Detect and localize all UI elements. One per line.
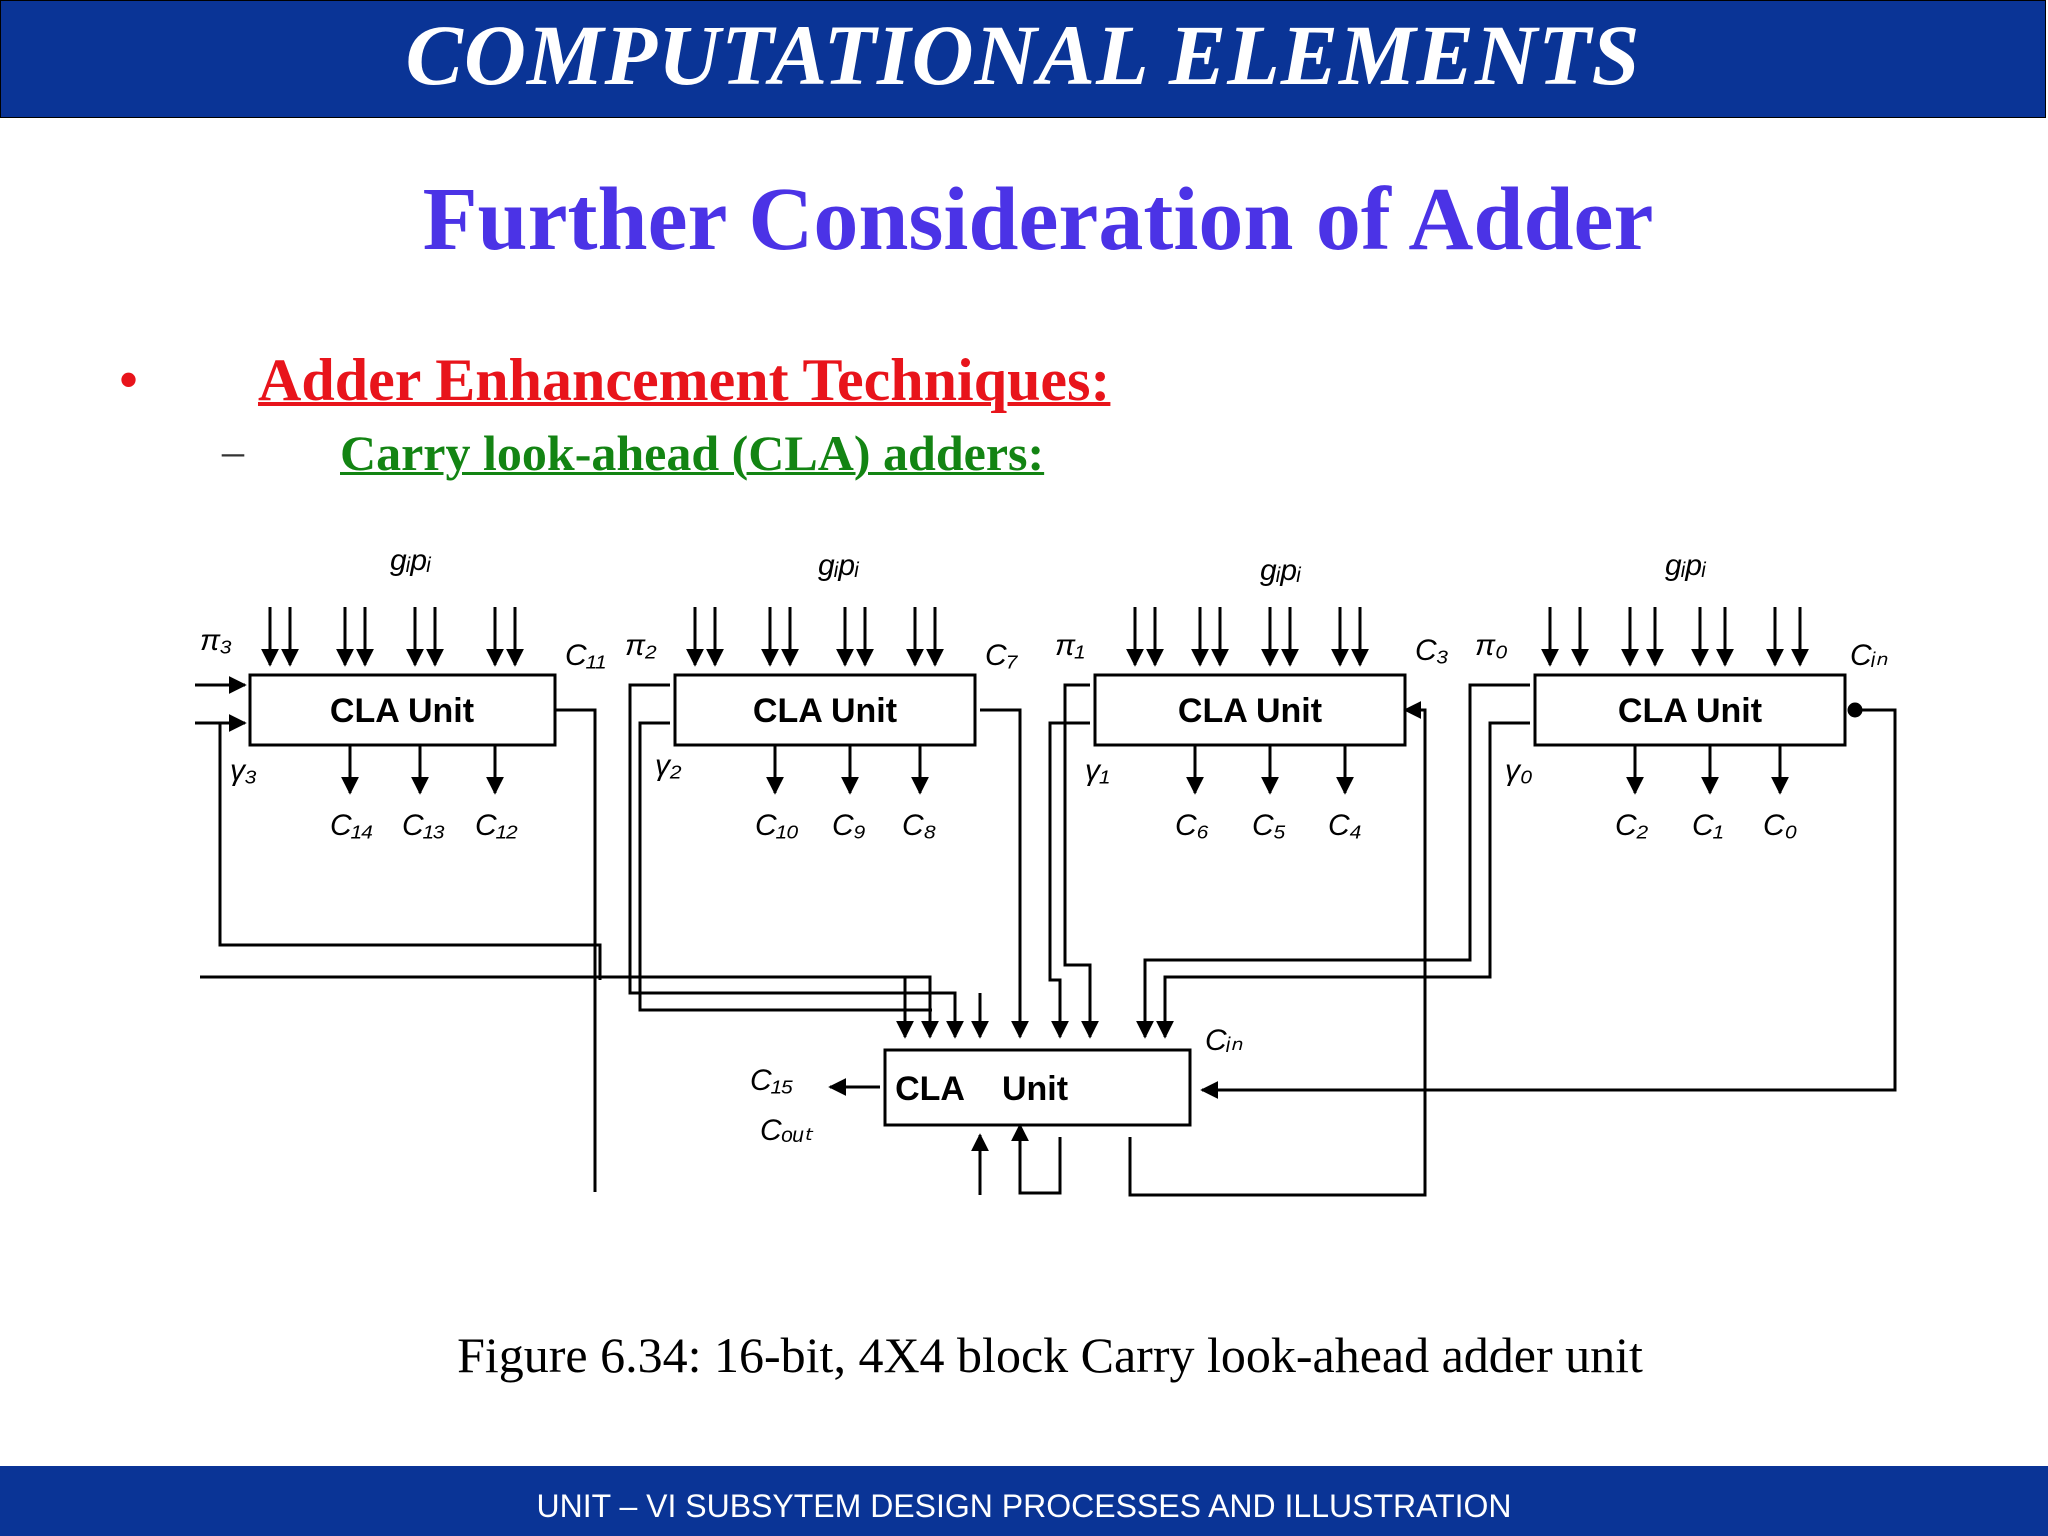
center-block-label-a: CLA: [895, 1070, 965, 1108]
footer-bar: UNIT – VI SUBSYTEM DESIGN PROCESSES AND …: [0, 1466, 2048, 1536]
slide-title: Further Consideration of Adder: [422, 170, 1654, 269]
gamma1-label: γ₁: [1085, 754, 1109, 787]
block-3-label: CLA Unit: [330, 692, 474, 730]
block0-cin-label: Cᵢₙ: [1850, 639, 1888, 672]
pi2-label: π₂: [625, 629, 657, 662]
cla-adder-diagram: CLA Unit CLA Unit CLA Unit CLA Unit CLA …: [195, 544, 1897, 1197]
block-0-label: CLA Unit: [1618, 692, 1762, 730]
footer-text: UNIT – VI SUBSYTEM DESIGN PROCESSES AND …: [536, 1487, 1512, 1524]
out-c13: C₁₃: [402, 809, 445, 842]
input-label-3: gᵢpᵢ: [390, 544, 432, 577]
bullet-marker: •: [118, 347, 140, 413]
out-c2: C₂: [1615, 809, 1649, 842]
out-c1: C₁: [1692, 809, 1723, 842]
out-c4: C₄: [1328, 809, 1362, 842]
diagram-symbols: gᵢpᵢ gᵢpᵢ gᵢpᵢ gᵢpᵢ π₃ π₂ π₁ π₀ γ₃ γ₂ γ₁…: [200, 544, 1888, 1147]
header-title: COMPUTATIONAL ELEMENTS: [405, 7, 1641, 103]
figure-caption: Figure 6.34: 16-bit, 4X4 block Carry loo…: [457, 1327, 1643, 1383]
out-c14: C₁₄: [330, 809, 373, 842]
pi0-label: π₀: [1475, 629, 1508, 662]
cin-label: Cᵢₙ: [1205, 1024, 1243, 1057]
cla-blocks: CLA Unit CLA Unit CLA Unit CLA Unit CLA …: [330, 692, 1762, 1108]
pi1-label: π₁: [1055, 629, 1085, 662]
c11-label: C₁₁: [565, 639, 606, 672]
out-c10: C₁₀: [755, 809, 799, 842]
block-1-label: CLA Unit: [1178, 692, 1322, 730]
out-c9: C₉: [832, 809, 866, 842]
heading-adder-enhancement: Adder Enhancement Techniques:: [258, 347, 1111, 413]
input-label-2: gᵢpᵢ: [818, 549, 860, 582]
out-c8: C₈: [902, 809, 936, 842]
gamma3-label: γ₃: [230, 754, 257, 787]
diagram-wires: [195, 607, 1897, 1197]
header-bar: COMPUTATIONAL ELEMENTS: [0, 0, 2046, 118]
out-c12: C₁₂: [475, 809, 518, 842]
block-2-label: CLA Unit: [753, 692, 897, 730]
c15-label: C₁₅: [750, 1064, 793, 1097]
input-label-0: gᵢpᵢ: [1665, 549, 1707, 582]
dash-marker: –: [222, 427, 244, 476]
out-c0: C₀: [1763, 809, 1797, 842]
pi3-label: π₃: [200, 624, 232, 657]
heading-cla-adders: Carry look-ahead (CLA) adders:: [340, 425, 1045, 481]
input-label-1: gᵢpᵢ: [1260, 554, 1302, 587]
out-c6: C₆: [1175, 809, 1209, 842]
c7-label: C₇: [985, 639, 1019, 672]
gamma0-label: γ₀: [1505, 754, 1533, 787]
out-c5: C₅: [1252, 809, 1286, 842]
cout-label: Cₒᵤₜ: [760, 1114, 814, 1147]
c3-label: C₃: [1415, 634, 1449, 667]
gamma2-label: γ₂: [655, 749, 682, 782]
center-block-label-b: Unit: [1002, 1070, 1068, 1108]
